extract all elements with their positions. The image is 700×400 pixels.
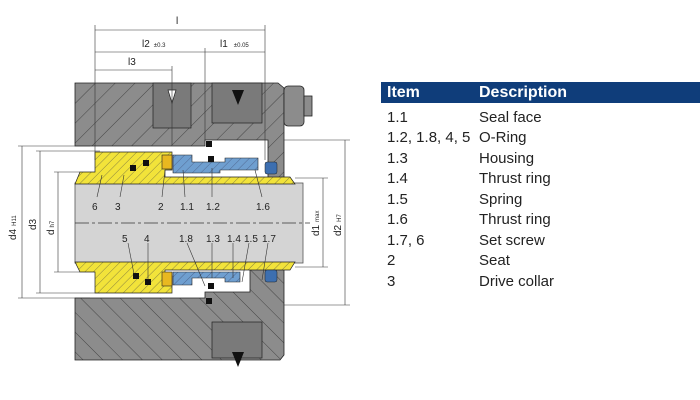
callout-4: 4 bbox=[144, 234, 150, 245]
item-number: 1.3 bbox=[387, 149, 408, 167]
dim-d1: d1max bbox=[311, 211, 322, 236]
sleeve-top bbox=[74, 151, 296, 185]
leader-lines bbox=[96, 168, 269, 287]
seat-bottom bbox=[161, 271, 173, 287]
table-row: 1.5 Spring bbox=[381, 189, 700, 210]
table-row: 1.6 Thrust ring bbox=[381, 210, 700, 231]
header-item: Item bbox=[387, 83, 420, 101]
table-header: Item Description bbox=[381, 82, 700, 103]
callout-3: 3 bbox=[115, 202, 121, 213]
callouts-bottom: 5 4 1.8 1.3 1.4 1.5 1.7 bbox=[122, 234, 276, 245]
seat-top bbox=[161, 154, 173, 170]
dim-d3: d3 bbox=[28, 218, 39, 230]
flush-in-arrow-icon bbox=[232, 90, 244, 105]
set-screw-top bbox=[264, 161, 278, 175]
o-rings bbox=[130, 141, 214, 304]
table-row: 3 Drive collar bbox=[381, 271, 700, 292]
rotor-top bbox=[172, 154, 259, 174]
table-row: 1.4 Thrust ring bbox=[381, 169, 700, 190]
dimension-lines bbox=[18, 25, 350, 306]
table-row: 2 Seat bbox=[381, 251, 700, 272]
item-description: Spring bbox=[479, 190, 523, 208]
dim-d2: d2H7 bbox=[333, 214, 344, 236]
item-number: 1.6 bbox=[387, 211, 408, 229]
table-row: 1.7, 6 Set screw bbox=[381, 230, 700, 251]
callout-6: 6 bbox=[92, 202, 98, 213]
item-description: Thrust ring bbox=[479, 211, 551, 229]
plug-stub bbox=[303, 95, 313, 117]
item-description: Thrust ring bbox=[479, 170, 551, 188]
rotor-bottom bbox=[172, 271, 241, 286]
callout-1-1: 1.1 bbox=[180, 202, 194, 213]
item-description: Set screw bbox=[479, 231, 545, 249]
item-description: Seat bbox=[479, 252, 510, 270]
seal-cross-section-diagram: l l2±0.3 l1±0.05 l3 d4H11 d3 dh7 d1max d… bbox=[8, 16, 350, 367]
dim-d4: d4H11 bbox=[8, 215, 19, 240]
dim-l: l bbox=[176, 16, 178, 27]
table-row: 1.3 Housing bbox=[381, 148, 700, 169]
item-number: 3 bbox=[387, 272, 396, 290]
callout-1-6: 1.6 bbox=[256, 202, 270, 213]
dim-l1: l1±0.05 bbox=[220, 39, 249, 50]
port-top-right bbox=[211, 82, 263, 124]
callout-1-7: 1.7 bbox=[262, 234, 276, 245]
callout-1-3: 1.3 bbox=[206, 234, 220, 245]
item-number: 1.2, 1.8, 4, 5 bbox=[387, 129, 471, 147]
header-description: Description bbox=[479, 83, 568, 101]
callout-5: 5 bbox=[122, 234, 128, 245]
callout-1-4: 1.4 bbox=[227, 234, 241, 245]
item-description: Housing bbox=[479, 149, 535, 167]
callouts-top: 6 3 2 1.1 1.2 1.6 bbox=[92, 202, 270, 213]
set-screw-bottom bbox=[264, 269, 278, 283]
item-description: O-Ring bbox=[479, 129, 527, 147]
dim-l2: l2±0.3 bbox=[142, 39, 166, 50]
item-number: 1.5 bbox=[387, 190, 408, 208]
item-number: 2 bbox=[387, 252, 396, 270]
item-description: Seal face bbox=[479, 108, 542, 126]
plug-nut bbox=[283, 85, 305, 127]
dim-l3: l3 bbox=[128, 57, 136, 68]
parts-table: Item Description 1.1 Seal face 1.2, 1.8, 4… bbox=[381, 82, 700, 292]
callout-1-8: 1.8 bbox=[179, 234, 193, 245]
table-row: 1.1 Seal face bbox=[381, 107, 700, 128]
dim-d: dh7 bbox=[46, 220, 57, 235]
callout-1-2: 1.2 bbox=[206, 202, 220, 213]
table-row: 1.2, 1.8, 4, 5 O-Ring bbox=[381, 128, 700, 149]
item-number: 1.1 bbox=[387, 108, 408, 126]
flush-out-arrow-icon bbox=[232, 352, 244, 367]
item-description: Drive collar bbox=[479, 272, 555, 290]
callout-1-5: 1.5 bbox=[244, 234, 258, 245]
item-number: 1.4 bbox=[387, 170, 408, 188]
callout-2: 2 bbox=[158, 202, 164, 213]
item-number: 1.7, 6 bbox=[387, 231, 425, 249]
